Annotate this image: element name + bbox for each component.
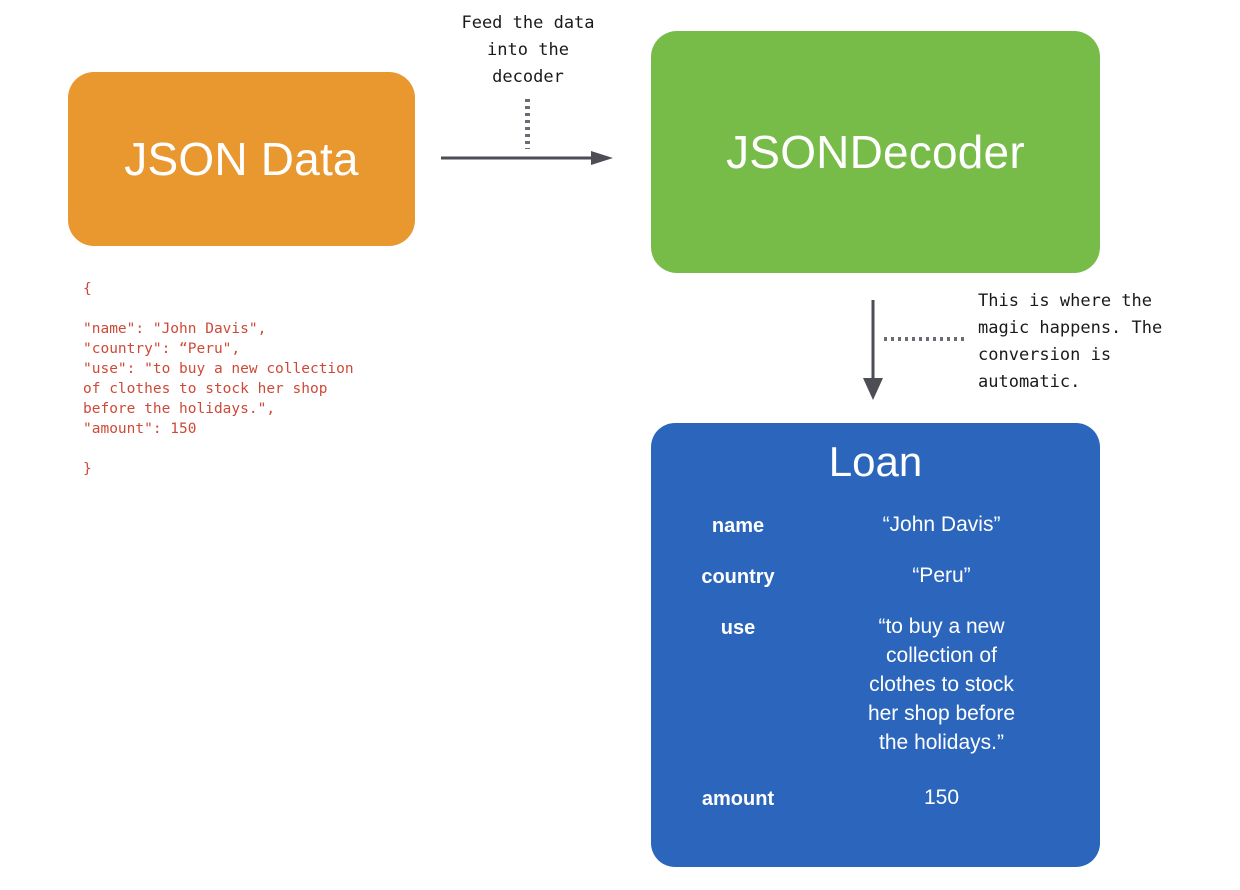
loan-property-value: “Peru”	[813, 562, 1088, 591]
loan-property-value-line: “Peru”	[912, 564, 971, 588]
node-json-data: JSON Data	[68, 72, 415, 246]
dotted-leader-vertical	[525, 99, 530, 149]
dotted-leader-horizontal	[884, 337, 964, 341]
annotation-feed-the-data: Feed the data into the decoder	[461, 13, 595, 87]
loan-property-row: amount 150	[663, 784, 1088, 813]
loan-property-value-line: her shop before	[867, 702, 1016, 726]
loan-property-list: name “John Davis” country “Peru” use “to…	[651, 511, 1100, 835]
loan-property-value-line: clothes to stock	[869, 673, 1014, 697]
node-json-data-label: JSON Data	[124, 133, 359, 185]
loan-property-key: use	[720, 617, 756, 640]
node-json-decoder: JSONDecoder	[651, 31, 1100, 273]
loan-property-value-line: “to buy a new	[878, 615, 1005, 639]
loan-property-key: name	[711, 515, 765, 538]
arrow-decoder-to-loan	[862, 300, 884, 400]
loan-property-row: country “Peru”	[663, 562, 1088, 591]
json-source-code: { "name": "John Davis", "country": “Peru…	[83, 280, 354, 477]
node-loan-model-title: Loan	[828, 438, 923, 485]
loan-property-row: use “to buy a new collection of clothes …	[663, 613, 1088, 758]
loan-property-value: 150	[813, 784, 1088, 813]
annotation-magic-happens: This is where the magic happens. The con…	[978, 291, 1163, 392]
node-loan-model: Loan name “John Davis” country “Peru” us…	[651, 423, 1100, 867]
loan-property-value: “John Davis”	[813, 511, 1088, 540]
arrow-json-to-decoder	[441, 151, 613, 165]
loan-property-key: country	[701, 566, 775, 589]
loan-property-value-line: the holidays.”	[879, 731, 1004, 755]
loan-property-key: amount	[701, 788, 775, 811]
loan-property-row: name “John Davis”	[663, 511, 1088, 540]
loan-property-value: “to buy a new collection of clothes to s…	[813, 613, 1088, 758]
loan-property-value-line: collection of	[886, 644, 997, 668]
loan-property-value-line: 150	[923, 786, 960, 810]
node-json-decoder-label: JSONDecoder	[726, 126, 1025, 178]
loan-property-value-line: “John Davis”	[882, 513, 1001, 537]
